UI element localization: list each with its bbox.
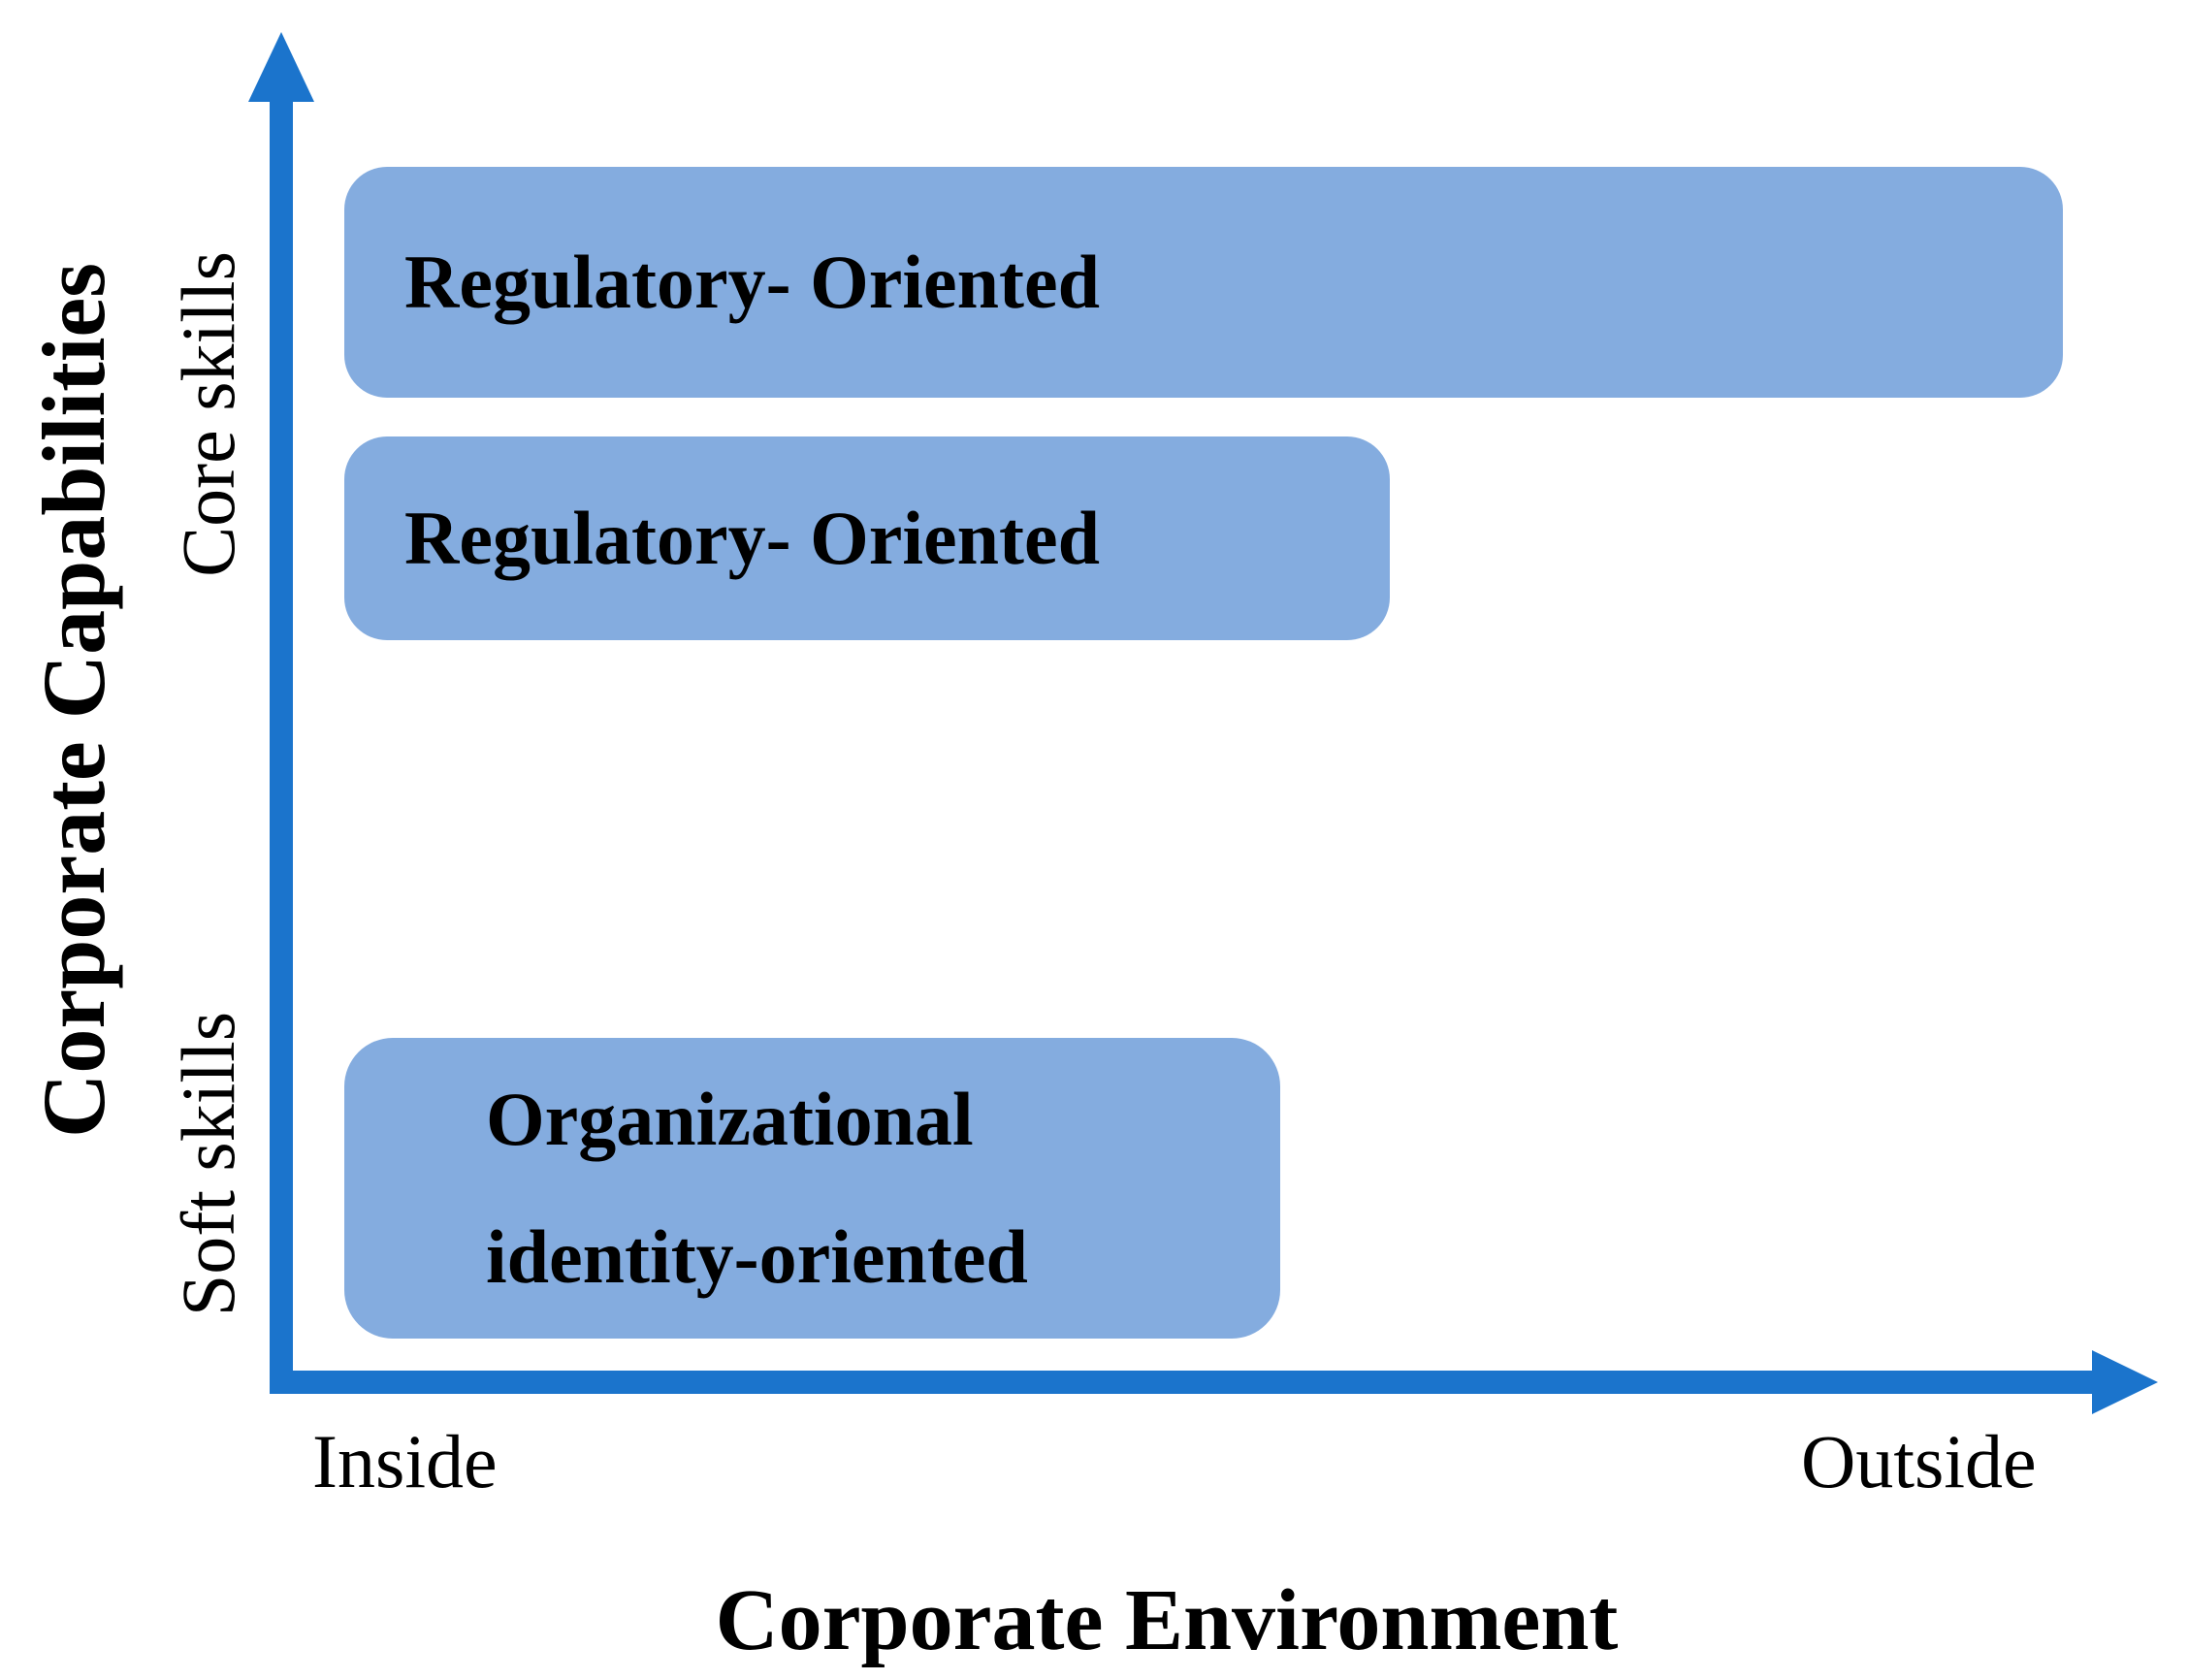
x-axis-title: Corporate Environment (715, 1572, 1619, 1668)
bar-label: Regulatory- Oriented (404, 240, 1101, 324)
y-tick-soft-skills: Soft skills (166, 1011, 250, 1317)
bar-label-line-1: Organizational (486, 1077, 974, 1161)
x-axis-line (270, 1371, 2092, 1394)
arrow-up-icon (248, 32, 314, 102)
y-tick-core-skills: Core skills (166, 251, 250, 577)
bar-regulatory-oriented-medium: Regulatory- Oriented (344, 436, 1390, 640)
bar-label: Regulatory- Oriented (404, 496, 1101, 580)
y-axis-line (270, 95, 293, 1394)
y-axis-title: Corporate Capabilities (24, 262, 123, 1139)
x-tick-inside: Inside (312, 1419, 498, 1503)
bar-regulatory-oriented-long: Regulatory- Oriented (344, 167, 2063, 398)
x-tick-outside: Outside (1801, 1419, 2037, 1503)
bar-label-line-2: identity-oriented (486, 1214, 1028, 1299)
arrow-right-icon (2092, 1350, 2158, 1414)
bar-organizational-identity-oriented: Organizational identity-oriented (344, 1038, 1280, 1339)
